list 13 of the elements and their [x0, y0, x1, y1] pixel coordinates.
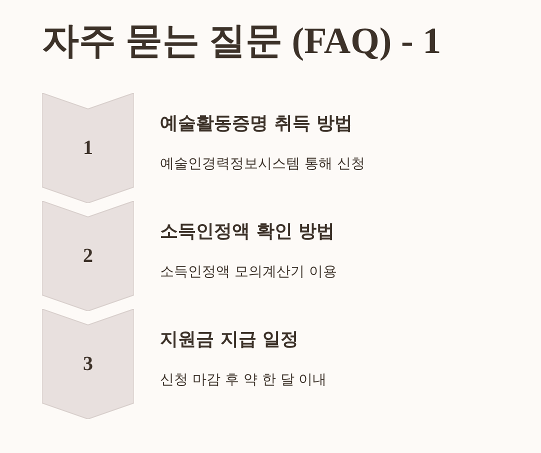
chevron-shape	[42, 201, 134, 311]
step-number: 2	[82, 244, 94, 269]
step-number: 3	[82, 352, 94, 377]
question-heading: 소득인정액 확인 방법	[160, 220, 335, 244]
title: 자주 묻는 질문 (FAQ) - 1	[42, 20, 442, 64]
chevron-shape	[42, 309, 134, 419]
chevron-shape	[42, 93, 134, 203]
answer-text: 예술인경력정보시스템 통해 신청	[160, 155, 365, 174]
question-heading: 지원금 지급 일정	[160, 328, 299, 352]
answer-text: 소득인정액 모의계산기 이용	[160, 263, 337, 282]
question-heading: 예술활동증명 취득 방법	[160, 112, 353, 136]
answer-text: 신청 마감 후 약 한 달 이내	[160, 371, 327, 390]
step-number: 1	[82, 136, 94, 161]
